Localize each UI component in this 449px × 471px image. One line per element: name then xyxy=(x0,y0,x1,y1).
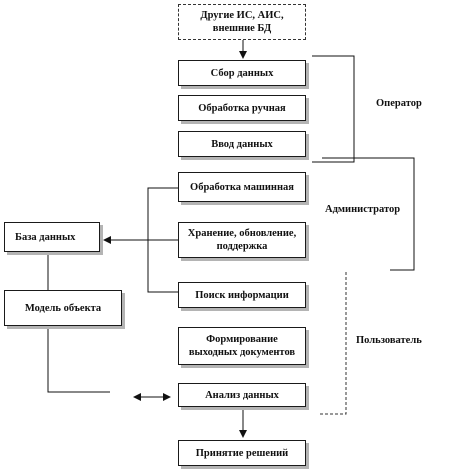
role-user: Пользователь xyxy=(356,335,422,346)
box-data-collection: Сбор данных xyxy=(178,60,306,86)
box-other-systems: Другие ИС, АИС, внешние БД xyxy=(178,4,306,40)
box-search: Поиск информации xyxy=(178,282,306,308)
box-data-input: Ввод данных xyxy=(178,131,306,157)
administrator-bracket xyxy=(322,157,415,271)
role-administrator: Администратор xyxy=(325,204,401,215)
user-bracket xyxy=(318,272,347,415)
box-database: База данных xyxy=(4,222,100,252)
box-machine-processing: Обработка машинная xyxy=(178,172,306,202)
box-manual-processing: Обработка ручная xyxy=(178,95,306,121)
box-data-analysis: Анализ данных xyxy=(178,383,306,407)
role-operator: Оператор xyxy=(376,98,422,109)
model-analysis-line xyxy=(47,326,110,393)
box-decision-making: Принятие решений xyxy=(178,440,306,466)
box-storage: Хранение, обновление, поддержка xyxy=(178,222,306,258)
operator-bracket xyxy=(312,55,355,163)
box-output-docs: Формирование выходных документов xyxy=(178,327,306,365)
box-object-model: Модель объекта xyxy=(4,290,122,326)
